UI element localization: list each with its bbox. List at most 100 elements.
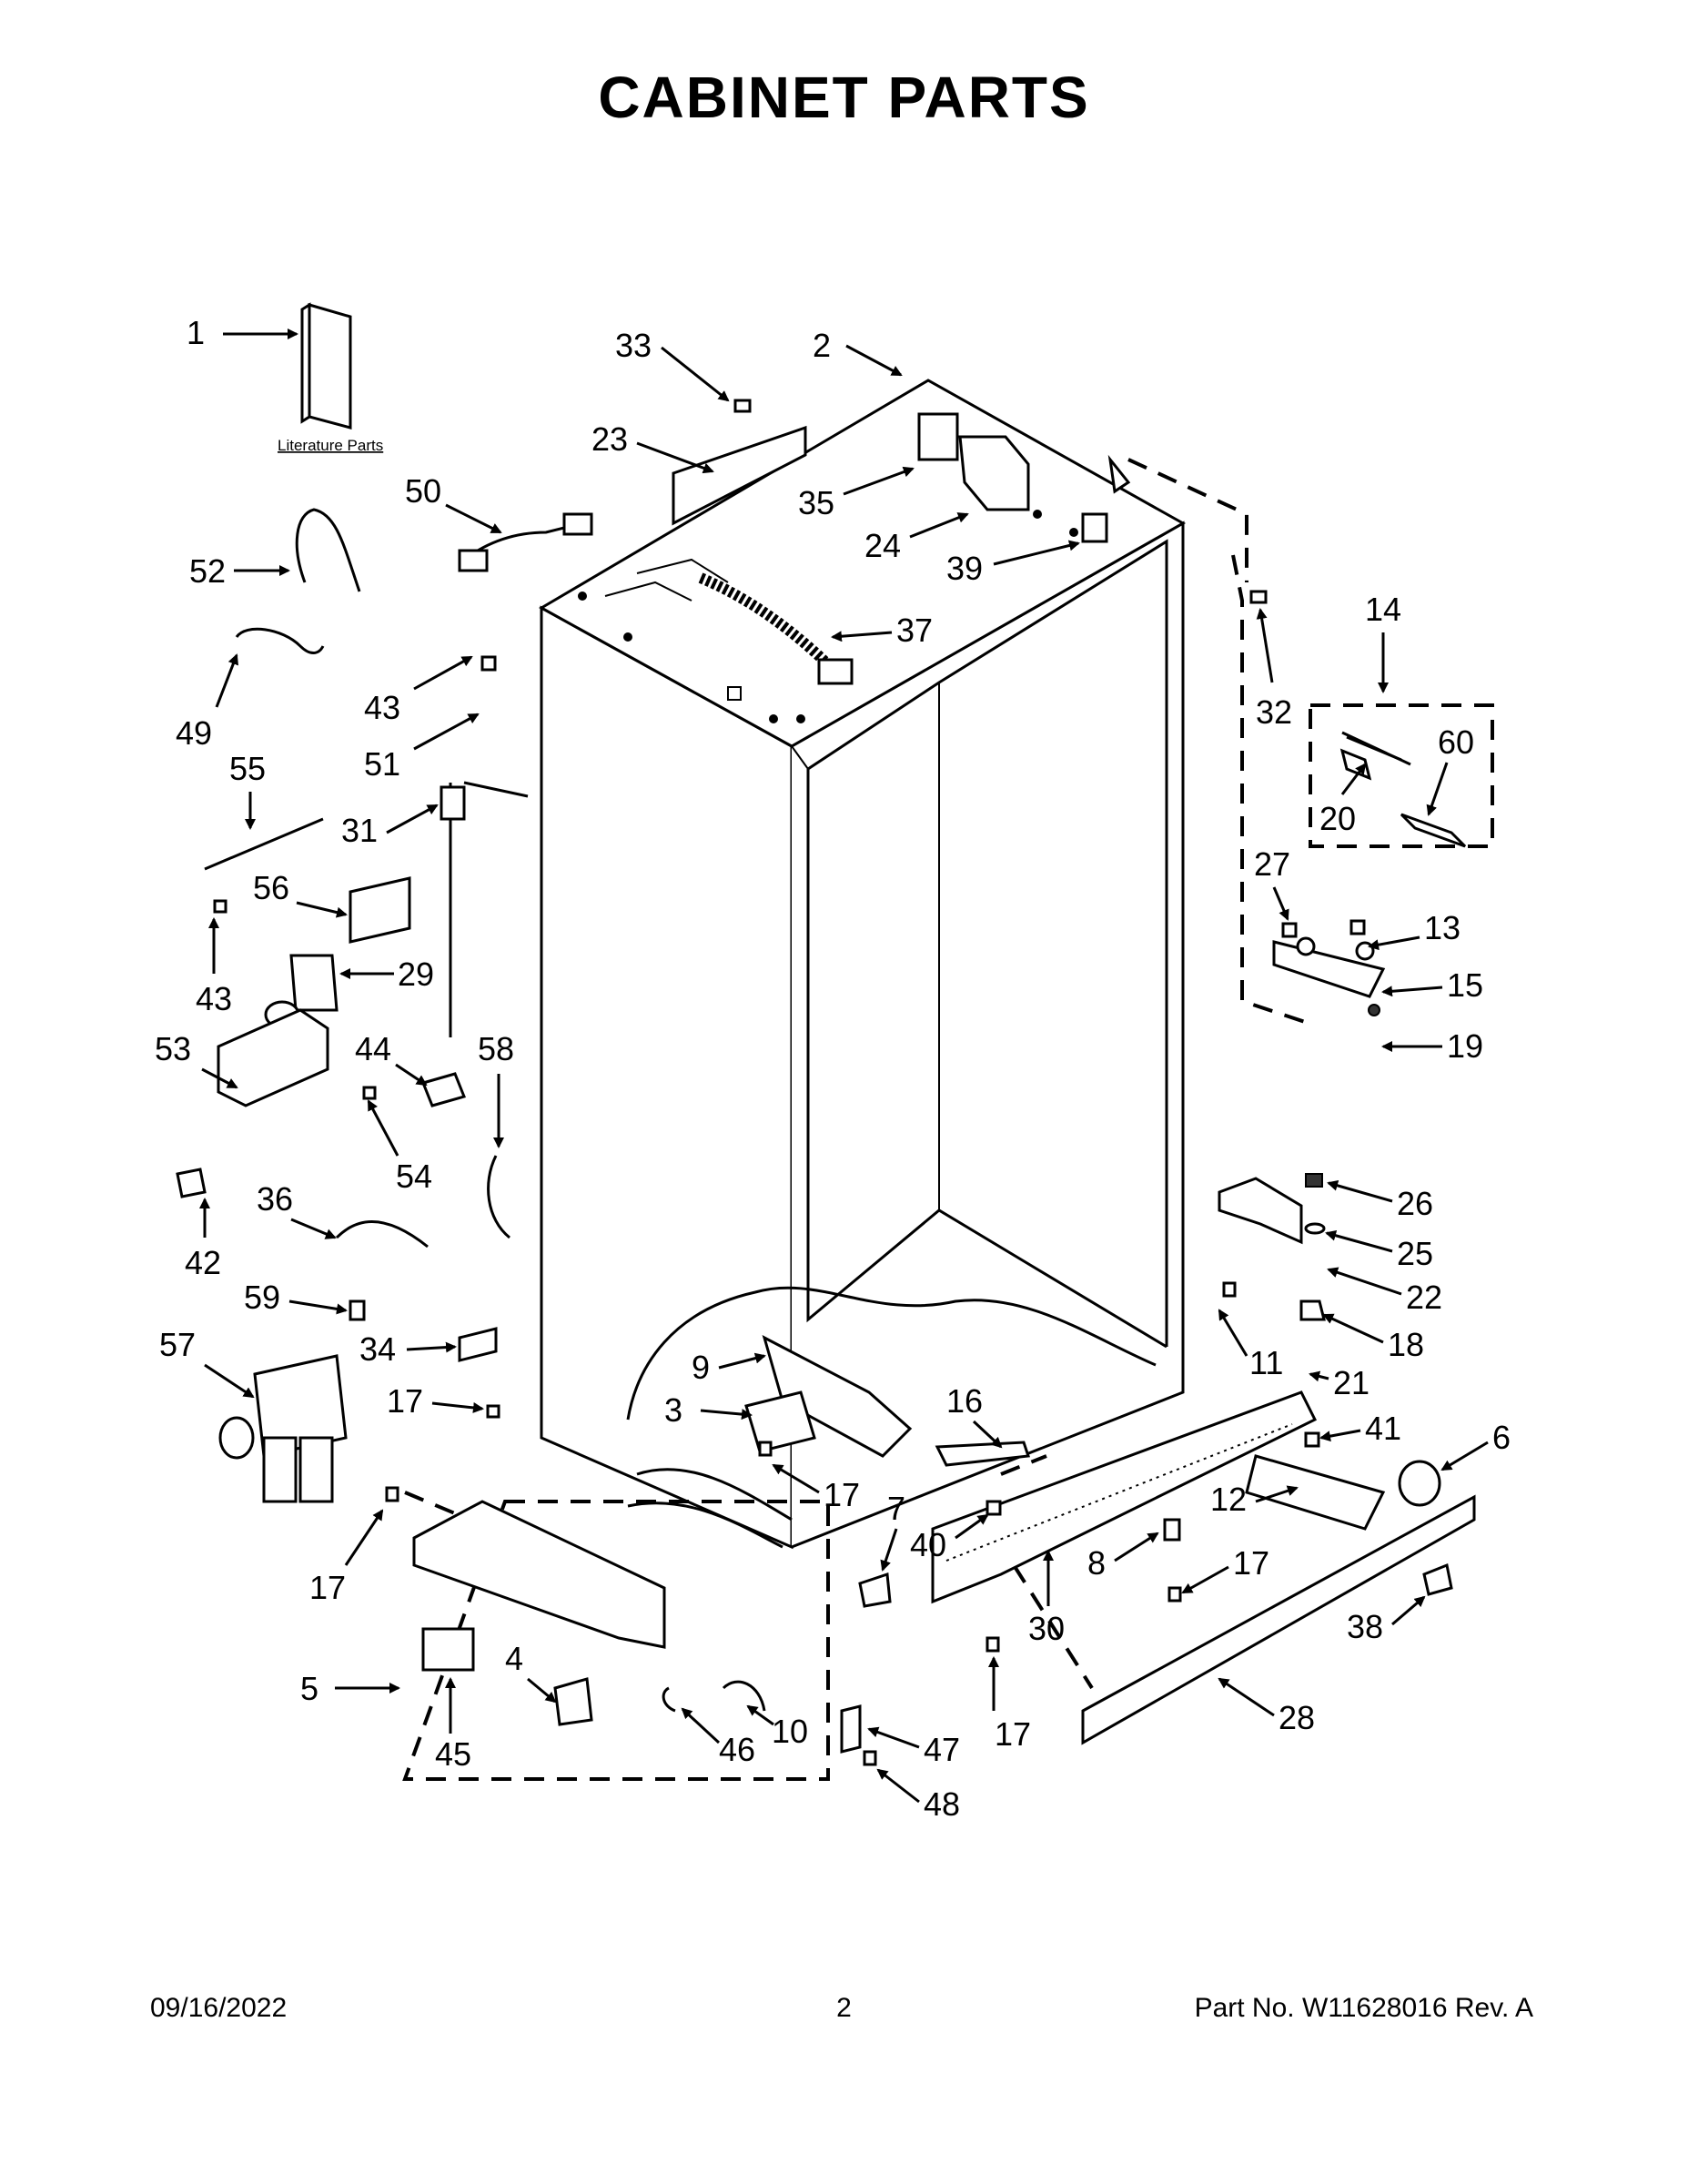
callout-17c: 17 [1233,1544,1269,1582]
callout-56: 56 [253,869,289,906]
callout-34: 34 [359,1330,396,1368]
bracket-60 [1400,813,1467,848]
callout-9: 9 [692,1349,710,1386]
callout-17b: 17 [824,1476,860,1513]
callout-7: 7 [887,1490,905,1527]
footer-part-number: Part No. W11628016 Rev. A [1194,1993,1533,2023]
callout-52: 52 [189,552,226,590]
water-valve-57 [218,1354,348,1503]
callout-5: 5 [300,1670,318,1707]
callout-49: 49 [176,714,212,752]
rail-assembly [412,1500,666,1649]
callout-17a: 17 [387,1382,423,1420]
hinge-parts [1218,731,1467,1321]
callout-26: 26 [1397,1185,1433,1222]
hinge-plate-15 [1272,940,1386,998]
callout-25: 25 [1397,1235,1433,1272]
valve-29 [289,954,339,1012]
callout-38: 38 [1347,1608,1383,1645]
literature-parts: Literature Parts [278,302,383,454]
callout-51: 51 [364,745,400,783]
footer-page-number: 2 [836,1993,852,2023]
rear-bracket [672,425,807,526]
callout-54: 54 [396,1158,432,1195]
callout-12: 12 [1210,1481,1247,1518]
filter-cap-6 [1398,1460,1441,1507]
callout-31: 31 [341,812,378,849]
callout-55: 55 [229,750,266,787]
callout-57: 57 [159,1326,196,1363]
bracket-34 [458,1327,498,1362]
callout-14: 14 [1365,591,1401,628]
callout-39: 39 [946,550,983,587]
callout-numbers: 1 2 33 23 50 35 24 39 52 37 49 43 51 32 … [155,314,1511,1823]
bracket-47 [840,1704,862,1754]
callout-59: 59 [244,1279,280,1316]
bracket-3 [744,1390,816,1453]
callout-32: 32 [1256,693,1292,731]
callout-22: 22 [1406,1279,1442,1316]
bracket-56 [349,876,411,944]
callout-20: 20 [1319,800,1356,837]
callout-44: 44 [355,1030,391,1067]
clip-7 [858,1572,892,1608]
callout-6: 6 [1492,1419,1511,1456]
callout-43b: 43 [196,980,232,1017]
harness-58 [487,1155,510,1239]
cabinet-shell [538,379,1187,1550]
callout-43: 43 [364,689,400,726]
callout-21: 21 [1333,1364,1370,1401]
callout-15: 15 [1447,966,1483,1004]
callout-30: 30 [1028,1610,1065,1647]
callout-41: 41 [1365,1410,1401,1447]
callout-42: 42 [185,1244,221,1281]
page-title: CABINET PARTS [598,65,1090,130]
harness-52 [295,508,361,592]
callout-17d: 17 [309,1569,346,1606]
bracket-16 [935,1441,1031,1467]
callout-17e: 17 [995,1715,1031,1753]
filter-12 [1245,1454,1386,1531]
callout-28: 28 [1279,1699,1315,1736]
lower-gasket [626,1286,1157,1421]
footer-date: 09/16/2022 [150,1993,288,2023]
fitting-42 [176,1168,207,1198]
pan-9 [762,1335,913,1458]
bracket-53 [217,1008,329,1107]
callout-8: 8 [1087,1544,1106,1582]
callout-29: 29 [398,956,434,993]
callout-36: 36 [257,1180,293,1218]
leveler-45 [421,1627,475,1672]
callout-40: 40 [910,1526,946,1563]
tube-36 [335,1220,429,1249]
callout-46: 46 [719,1731,755,1768]
literature-parts-label: Literature Parts [278,437,383,454]
hinge-assembly-outline [1127,458,1311,1026]
callout-19: 19 [1447,1027,1483,1065]
callout-35: 35 [798,484,834,521]
harness-49 [235,627,325,654]
callout-27: 27 [1254,845,1290,883]
callout-50: 50 [405,472,441,510]
callout-33: 33 [615,327,652,364]
roller-4 [553,1677,593,1726]
callout-2: 2 [813,327,831,364]
callout-11: 11 [1249,1344,1283,1381]
callout-23: 23 [591,420,628,458]
clip-44 [420,1072,467,1107]
toe-grille-28 [1081,1494,1476,1745]
callout-48: 48 [924,1785,960,1823]
grille-30 [931,1390,1318,1604]
callout-37: 37 [896,612,933,649]
callout-58: 58 [478,1030,514,1067]
callout-53: 53 [155,1030,191,1067]
callout-10: 10 [772,1713,808,1750]
callout-24: 24 [864,527,901,564]
kit-14-outline [1309,703,1494,848]
callout-47: 47 [924,1731,960,1768]
strip-55 [204,817,324,871]
callout-3: 3 [664,1391,682,1429]
callout-1: 1 [187,314,205,351]
clip-38 [1422,1562,1453,1596]
